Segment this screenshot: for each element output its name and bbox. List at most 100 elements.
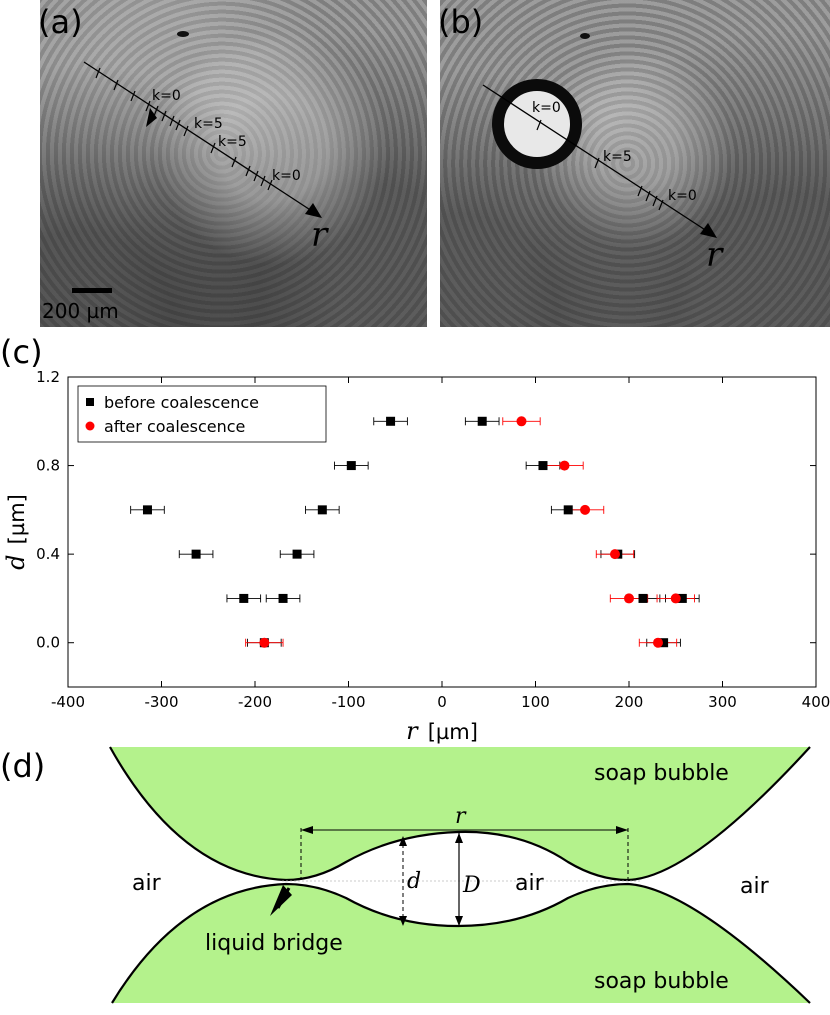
x-axis-title: r [µm] — [406, 717, 478, 745]
pointer-arrow-icon — [146, 108, 157, 127]
data-point-before — [538, 461, 548, 471]
legend: before coalescence after coalescence — [77, 385, 327, 443]
legend-label-before: before coalescence — [104, 393, 259, 412]
debris-mark — [177, 31, 189, 37]
k-label-b-1: k=0 — [532, 100, 561, 116]
k-label-a-2: k=5 — [194, 116, 223, 132]
y-axis-var: d — [2, 554, 30, 569]
label-liquid-bridge: liquid bridge — [205, 931, 343, 956]
r-axis-line-a — [83, 61, 319, 216]
data-point-before — [638, 593, 648, 603]
arrowhead-icon — [700, 223, 717, 238]
legend-marker-after — [85, 421, 95, 431]
y-tick-label: 0.0 — [36, 634, 60, 652]
interface-top — [109, 746, 811, 882]
x-axis-var: r — [406, 717, 419, 745]
arrowhead-icon — [399, 916, 407, 926]
x-tick-label: 400 — [802, 693, 830, 711]
legend-label-after: after coalescence — [104, 417, 245, 436]
y-tick-label: 1.2 — [36, 368, 60, 386]
k-label-b-2: k=5 — [603, 149, 632, 165]
r-axis-label-a: r — [311, 215, 329, 255]
panel-label-c: (c) — [0, 333, 43, 371]
data-point-before — [292, 549, 302, 559]
data-point-after — [580, 504, 591, 515]
data-point-before — [278, 593, 288, 603]
data-point-after — [559, 460, 570, 471]
x-ticks: -400 -300 -200 -100 0 100 200 300 400 — [51, 377, 830, 711]
coalescence-ring — [492, 79, 582, 169]
interface-bottom — [111, 882, 811, 1004]
x-tick-label: 300 — [708, 693, 737, 711]
label-D: D — [462, 873, 481, 898]
label-soap-top: soap bubble — [594, 761, 729, 786]
panel-label-d: (d) — [0, 747, 46, 785]
x-axis-title-text: r [µm] — [406, 717, 478, 745]
arrowhead-icon — [616, 826, 628, 834]
label-air-center: air — [515, 871, 545, 896]
data-point-after — [516, 416, 527, 427]
debris-mark — [580, 33, 590, 39]
data-point-after — [652, 637, 663, 648]
label-d: d — [407, 869, 421, 894]
data-point-before — [239, 593, 249, 603]
label-r: r — [455, 804, 467, 829]
k-label-b-3: k=0 — [668, 188, 697, 204]
data-point-before — [477, 416, 487, 426]
legend-marker-before — [86, 398, 94, 406]
r-axis-label-b: r — [706, 235, 724, 275]
scale-bar-label: 200 µm — [42, 299, 119, 323]
data-point-before — [659, 638, 669, 648]
y-axis-title-text: d [µm] — [2, 494, 30, 570]
panel-label-a: (a) — [38, 3, 83, 41]
x-tick-label: -200 — [238, 693, 272, 711]
data-point-after — [259, 637, 270, 648]
label-soap-bottom: soap bubble — [594, 969, 729, 994]
y-tick-label: 0.4 — [36, 545, 60, 563]
arrowhead-icon — [399, 836, 407, 846]
data-point-after — [670, 593, 681, 604]
legend-box — [77, 385, 327, 443]
soap-bubble-top — [110, 747, 810, 880]
arrowhead-icon — [455, 916, 463, 926]
x-tick-label: 0 — [437, 693, 447, 711]
arrowhead-icon — [455, 833, 463, 843]
x-tick-label: -300 — [144, 693, 178, 711]
data-point-before — [317, 505, 327, 515]
label-air-right: air — [740, 874, 770, 899]
data-point-before — [191, 549, 201, 559]
k-label-a-4: k=0 — [272, 168, 301, 184]
y-axis-unit: [µm] — [5, 494, 29, 544]
data-point-after — [624, 593, 634, 604]
arrowhead-icon — [305, 203, 322, 218]
soap-bubble-bottom — [112, 884, 810, 1003]
y-ticks: 0.0 0.4 0.8 1.2 — [36, 368, 816, 652]
k-label-a-1: k=0 — [152, 88, 181, 104]
x-tick-label: 200 — [615, 693, 644, 711]
data-point-before — [677, 593, 687, 603]
x-tick-label: -400 — [51, 693, 85, 711]
data-point-after — [609, 549, 620, 560]
y-axis-title: d [µm] — [2, 494, 30, 570]
ticks-b — [536, 119, 664, 211]
y-tick-label: 0.8 — [36, 457, 60, 475]
x-tick-label: 100 — [521, 693, 550, 711]
data-points — [130, 416, 700, 648]
scale-bar — [72, 288, 112, 293]
arrowhead-icon — [301, 826, 313, 834]
data-point-before — [346, 461, 356, 471]
data-point-before — [142, 505, 152, 515]
x-axis-unit: [µm] — [428, 720, 478, 744]
k-label-a-3: k=5 — [218, 134, 247, 150]
liquid-bridge-arrow-shaft — [276, 887, 291, 909]
ticks-a — [95, 67, 273, 191]
data-point-before — [563, 505, 573, 515]
panel-label-b: (b) — [438, 3, 484, 41]
photo-b — [440, 0, 830, 327]
label-air-left: air — [132, 871, 162, 896]
x-tick-label: -100 — [331, 693, 365, 711]
